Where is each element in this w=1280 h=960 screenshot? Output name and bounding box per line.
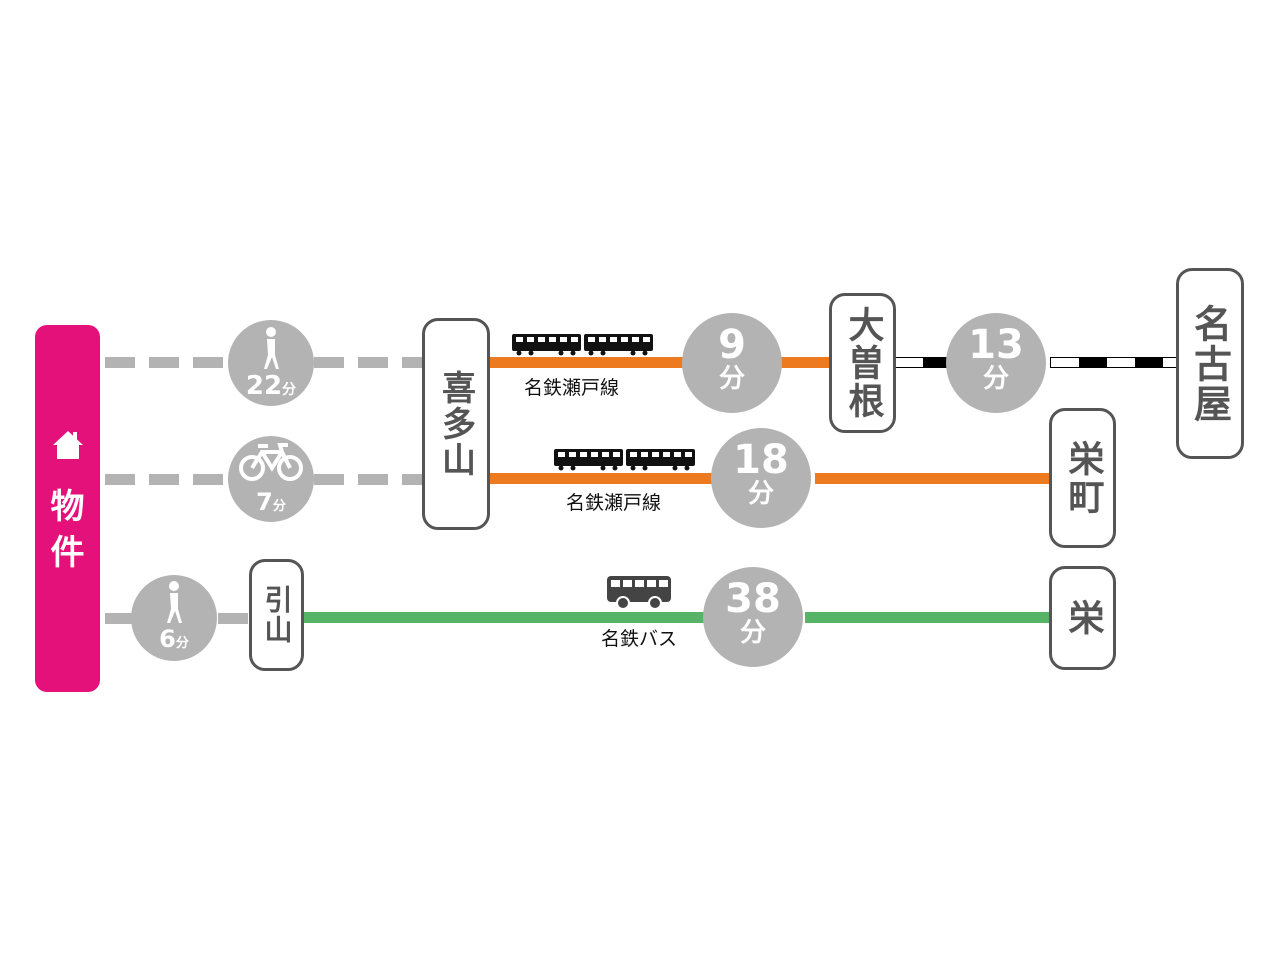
- house-icon: [53, 431, 83, 459]
- walking-person-icon: [167, 581, 182, 623]
- bike-path-line: [105, 474, 230, 485]
- walk-path-line: [218, 613, 250, 624]
- origin-label-2: 件: [50, 533, 85, 573]
- bicycle-icon: [239, 443, 303, 481]
- bike-time-badge: 7分: [228, 436, 314, 522]
- jr-line-route: [1050, 357, 1180, 368]
- walk-time-badge: 6分: [131, 575, 217, 661]
- bus-route: [300, 612, 705, 623]
- station-ozone: 大曽根: [829, 293, 896, 433]
- minutes-unit: 分: [175, 636, 189, 651]
- minutes-unit: 分: [982, 364, 1009, 394]
- seto-line-route: [815, 473, 1053, 484]
- minutes-unit: 分: [747, 479, 774, 509]
- line-name-label: 名鉄バス: [601, 628, 678, 650]
- line-name-label: 名鉄瀬戸線: [524, 377, 620, 399]
- ride-minutes: 9: [718, 322, 746, 368]
- origin-label-1: 物: [50, 487, 85, 527]
- station-sakaemachi: 栄町: [1049, 408, 1116, 548]
- line-name-label: 名鉄瀬戸線: [566, 492, 662, 514]
- station-sakae: 栄: [1049, 566, 1116, 670]
- station-hikiyama: 引山: [249, 559, 304, 671]
- ride-minutes: 38: [725, 576, 781, 622]
- walk-time-badge: 22分: [228, 320, 314, 406]
- bus-route: [805, 612, 1053, 623]
- walk-path-line: [105, 357, 230, 368]
- minutes-unit: 分: [272, 499, 286, 514]
- bus-icon: [607, 576, 671, 610]
- walk-minutes: 22: [245, 371, 283, 401]
- seto-line-route: [488, 357, 688, 368]
- origin-property: 物 件: [35, 325, 100, 692]
- bike-minutes: 7: [256, 488, 273, 516]
- jr-line-route: [894, 357, 948, 368]
- walk-minutes: 6: [159, 625, 176, 653]
- seto-line-route: [488, 473, 713, 484]
- bike-path-line: [314, 474, 422, 485]
- seto-line-route: [780, 357, 832, 368]
- ride-minutes: 13: [968, 322, 1024, 368]
- train-icon: [554, 449, 695, 471]
- station-nagoya: 名古屋: [1176, 268, 1244, 459]
- walking-person-icon: [264, 327, 279, 369]
- ride-minutes: 18: [733, 437, 789, 483]
- minutes-unit: 分: [282, 382, 297, 398]
- walk-path-line: [314, 357, 422, 368]
- station-kitayama: 喜多山: [422, 318, 490, 530]
- minutes-unit: 分: [718, 364, 745, 394]
- train-icon: [512, 334, 653, 356]
- minutes-unit: 分: [739, 618, 766, 648]
